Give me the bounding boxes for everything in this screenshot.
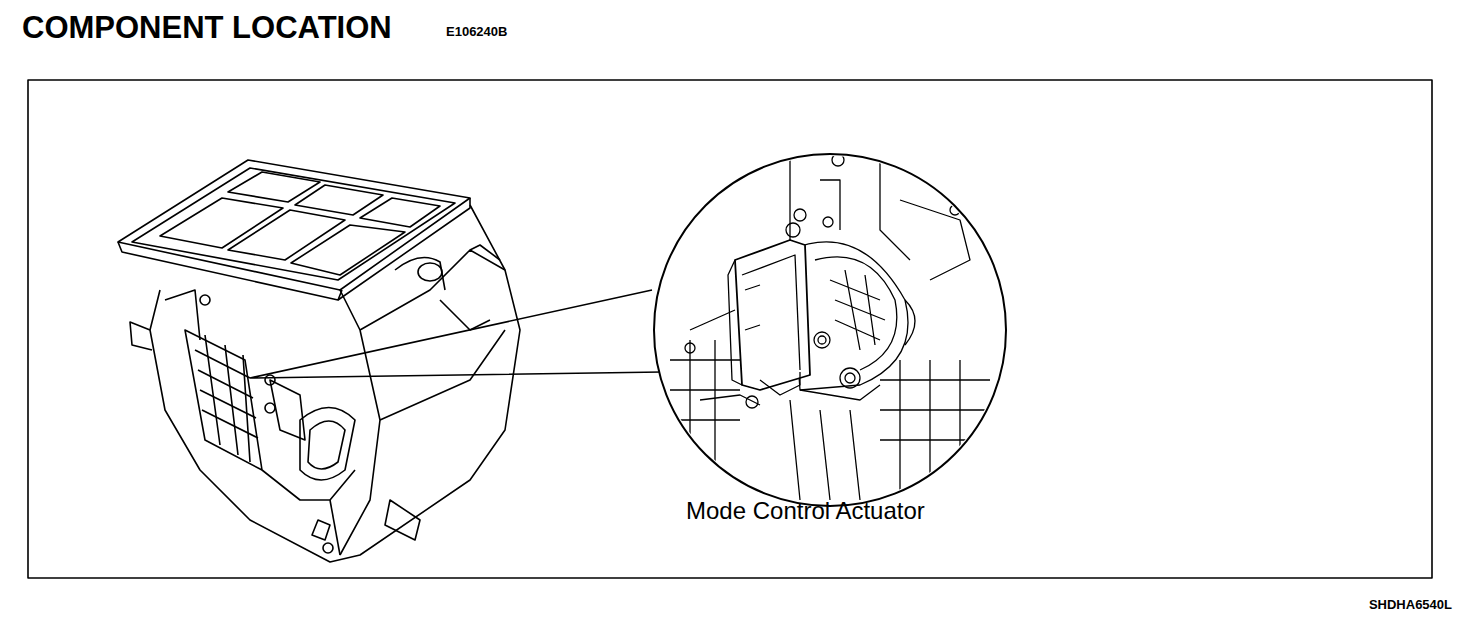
frame — [28, 80, 1432, 578]
drawing-code: SHDHA6540L — [1369, 597, 1452, 612]
vent-frame — [118, 160, 470, 300]
page-title: COMPONENT LOCATION — [22, 10, 392, 46]
figure-code: E106240B — [446, 24, 507, 39]
magnified-actuator — [654, 154, 1006, 506]
part-name: Mode Control Actuator — [686, 497, 925, 525]
leader-line — [250, 290, 662, 378]
